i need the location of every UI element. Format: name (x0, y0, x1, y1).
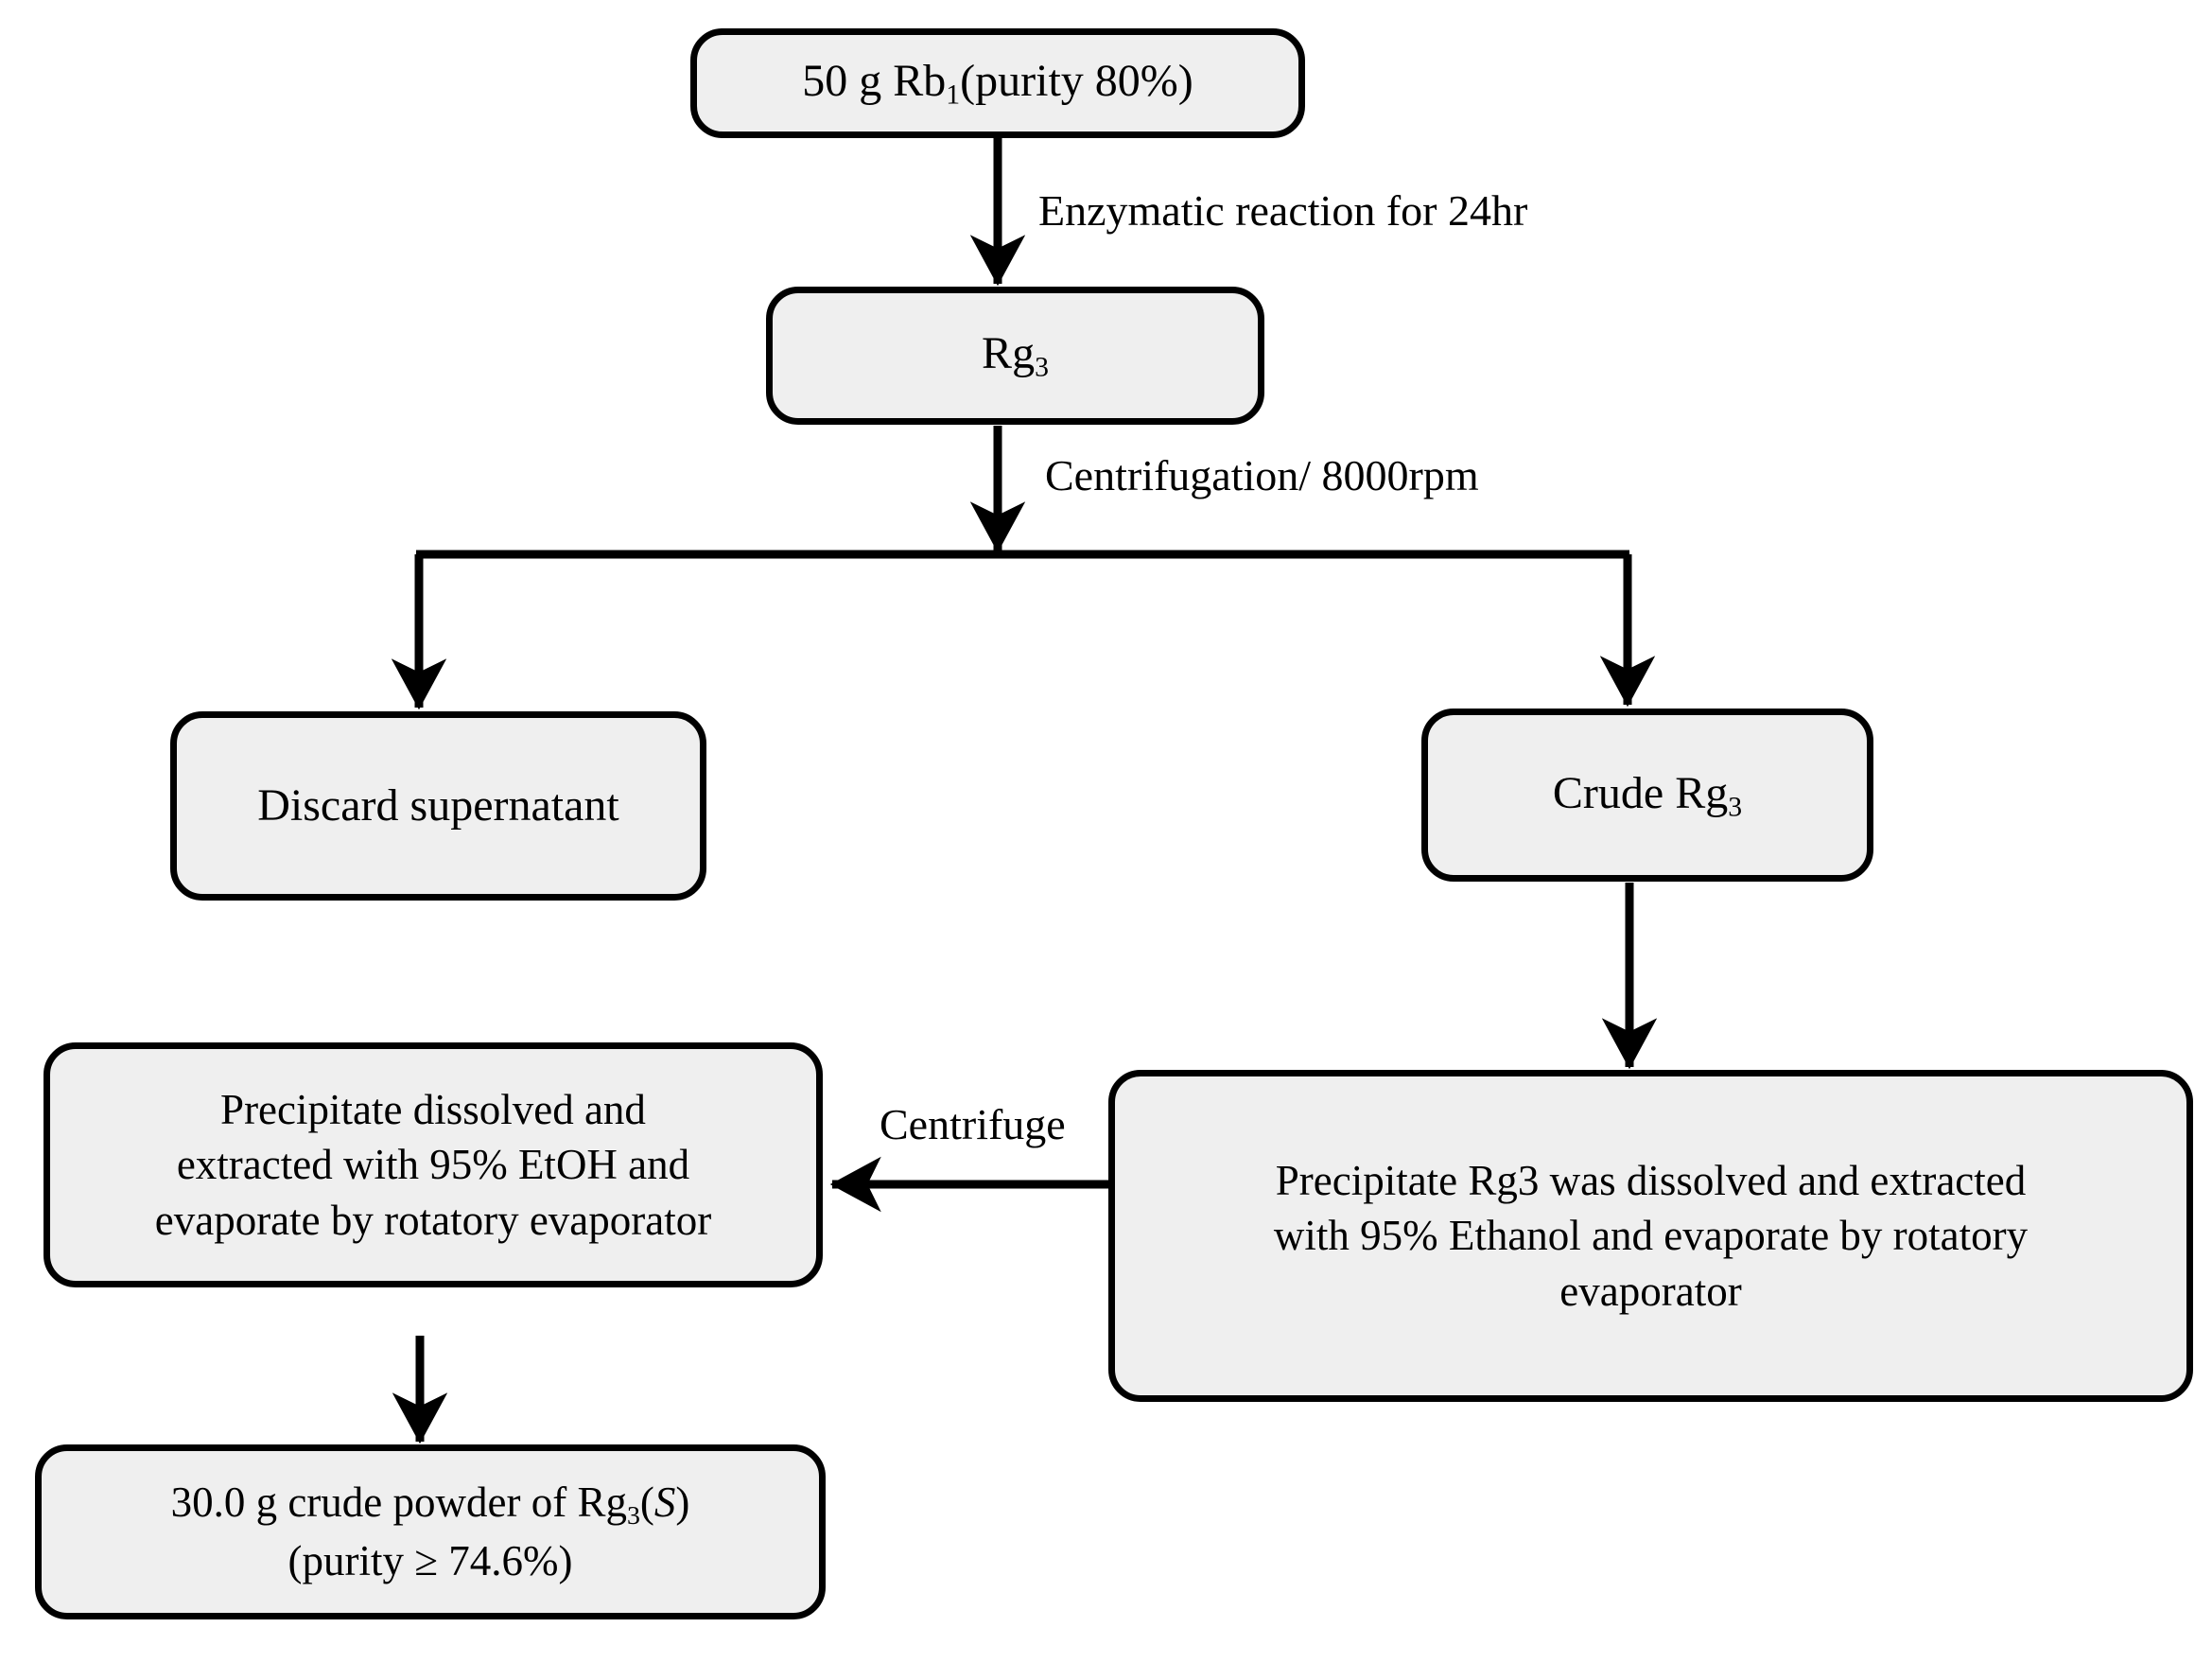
crude-label-sub: 3 (1728, 791, 1743, 823)
node-precipitate-dissolved-etoh[interactable]: Precipitate dissolved and extracted with… (44, 1042, 823, 1287)
precip-right-line1: Precipitate Rg3 was dissolved and extrac… (1275, 1156, 2027, 1204)
edge-label-centrifugation: Centrifugation/ 8000rpm (1045, 451, 1479, 499)
node-rg3-label: Rg3 (773, 324, 1258, 386)
final-line2: (purity ≥ 74.6%) (287, 1537, 573, 1585)
start-label-head: 50 g Rb (802, 56, 947, 107)
node-final-crude-powder[interactable]: 30.0 g crude powder of Rg3(S) (purity ≥ … (35, 1444, 826, 1619)
node-discard-supernatant[interactable]: Discard supernatant (170, 711, 706, 901)
node-discard-supernatant-label: Discard supernatant (257, 779, 619, 831)
final-line1-paren-close: ) (675, 1479, 690, 1527)
start-label-tail: (purity 80%) (960, 56, 1193, 107)
node-crude-rg3[interactable]: Crude Rg3 (1421, 709, 1873, 882)
rg3-label-sub: 3 (1035, 351, 1049, 383)
crude-label-head: Crude Rg (1552, 767, 1729, 818)
rg3-label-head: Rg (982, 328, 1036, 379)
precip-right-line2: with 95% Ethanol and evaporate by rotato… (1273, 1212, 2029, 1260)
precip-left-line2: extracted with 95% EtOH and (176, 1141, 690, 1189)
node-precipitate-rg3-ethanol[interactable]: Precipitate Rg3 was dissolved and extrac… (1108, 1070, 2193, 1402)
start-label-sub: 1 (946, 79, 961, 111)
final-line1-stereo: S (653, 1479, 676, 1527)
node-precipitate-rg3-ethanol-label: Precipitate Rg3 was dissolved and extrac… (1115, 1153, 2186, 1320)
precip-right-line3: evaporator (1559, 1267, 1742, 1315)
node-crude-rg3-label: Crude Rg3 (1428, 764, 1867, 826)
final-line1-head: 30.0 g crude powder of Rg (170, 1479, 627, 1527)
node-rg3[interactable]: Rg3 (766, 287, 1264, 425)
node-final-crude-powder-label: 30.0 g crude powder of Rg3(S) (purity ≥ … (42, 1475, 819, 1589)
edge-label-enzymatic-reaction: Enzymatic reaction for 24hr (1038, 186, 1528, 235)
edge-label-centrifuge: Centrifuge (880, 1100, 1066, 1148)
precip-left-line3: evaporate by rotatory evaporator (154, 1196, 712, 1244)
node-precipitate-dissolved-etoh-label: Precipitate dissolved and extracted with… (50, 1082, 816, 1249)
final-line1-sub: 3 (626, 1501, 640, 1531)
precip-left-line1: Precipitate dissolved and (220, 1085, 646, 1133)
node-starting-material[interactable]: 50 g Rb1(purity 80%) (690, 28, 1305, 138)
node-starting-material-label: 50 g Rb1(purity 80%) (697, 52, 1298, 114)
final-line1-paren-open: ( (639, 1479, 654, 1527)
